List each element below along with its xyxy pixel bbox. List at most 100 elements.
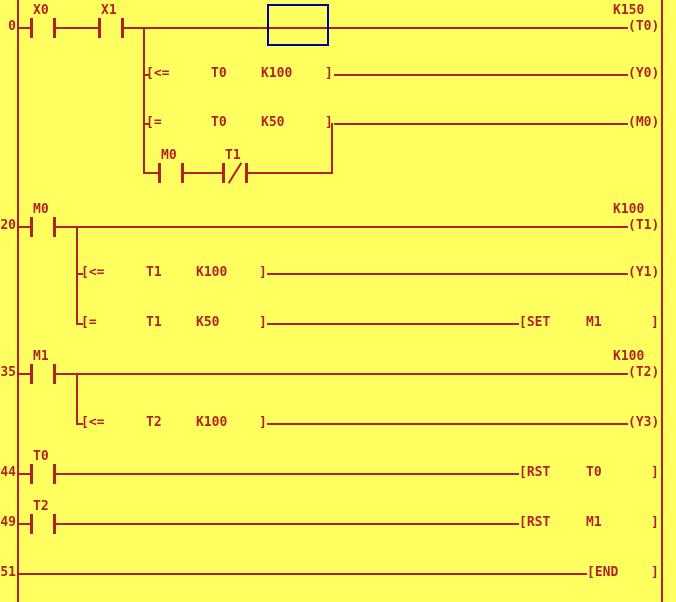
coil-t2[interactable]: (T2): [628, 365, 660, 381]
coil-t1[interactable]: (T1): [628, 218, 660, 234]
compare-block[interactable]: [<= T1 K100 ]: [81, 265, 267, 281]
operand-token: T0: [586, 465, 602, 480]
function-token: [END: [587, 565, 619, 580]
contact-x0[interactable]: [30, 18, 56, 38]
close-bracket-token: ]: [325, 115, 333, 130]
operand-token: M1: [586, 315, 602, 330]
function-token: [RST: [519, 465, 551, 480]
end-block[interactable]: [END ]: [587, 565, 660, 581]
coil-close-paren: ): [651, 66, 660, 81]
branch-wire: [334, 74, 628, 76]
coil-text: (T2: [628, 365, 652, 380]
contact-label: T1: [225, 148, 241, 163]
operand-token: T1: [146, 315, 162, 330]
coil-operand: K150: [613, 3, 645, 18]
contact-x1[interactable]: [98, 18, 124, 38]
coil-m0[interactable]: (M0): [628, 115, 660, 131]
step-number: 49: [0, 515, 16, 530]
rung-wire: [19, 27, 628, 29]
branch-wire: [143, 74, 150, 76]
operand-token: K50: [261, 115, 285, 130]
operator-token: [=: [146, 115, 162, 130]
branch-wire: [267, 323, 519, 325]
coil-close-paren: ): [651, 365, 660, 380]
operator-token: [=: [81, 315, 97, 330]
coil-text: (M0: [628, 115, 652, 130]
coil-close-paren: ): [651, 19, 660, 34]
contact-t0[interactable]: [30, 464, 56, 484]
operand-token: K100: [196, 415, 228, 430]
branch-wire: [267, 273, 628, 275]
contact-t2[interactable]: [30, 514, 56, 534]
operand-token: K100: [196, 265, 228, 280]
rung-wire: [19, 523, 519, 525]
contact-label: M0: [33, 202, 49, 217]
branch-wire: [334, 123, 628, 125]
set-block[interactable]: [SET M1 ]: [519, 315, 660, 331]
coil-close-paren: ): [651, 415, 660, 430]
close-bracket-token: ]: [259, 415, 267, 430]
coil-operand: K100: [613, 202, 645, 217]
rst-block[interactable]: [RST T0 ]: [519, 465, 660, 481]
coil-text: (T1: [628, 218, 652, 233]
operand-token: K50: [196, 315, 220, 330]
coil-y1[interactable]: (Y1): [628, 265, 660, 281]
contact-label: M0: [161, 148, 177, 163]
coil-close-paren: ): [651, 218, 660, 233]
branch-wire: [76, 323, 83, 325]
compare-block[interactable]: [<= T2 K100 ]: [81, 415, 267, 431]
left-power-rail: [17, 0, 19, 602]
branch-wire-vertical: [76, 226, 78, 325]
branch-wire: [143, 123, 150, 125]
operand-token: T1: [146, 265, 162, 280]
compare-block[interactable]: [<= T0 K100 ]: [146, 66, 334, 82]
operand-token: T0: [211, 115, 227, 130]
close-bracket-token: ]: [259, 265, 267, 280]
rst-block[interactable]: [RST M1 ]: [519, 515, 660, 531]
branch-wire: [267, 423, 628, 425]
contact-m1[interactable]: [30, 364, 56, 384]
operand-token: M1: [586, 515, 602, 530]
rung-wire: [19, 473, 519, 475]
compare-block[interactable]: [= T0 K50 ]: [146, 115, 334, 131]
contact-label: X1: [101, 3, 117, 18]
step-number: 35: [0, 365, 16, 380]
coil-t0[interactable]: (T0): [628, 19, 660, 35]
contact-m0[interactable]: [158, 163, 184, 183]
contact-label: T0: [33, 449, 49, 464]
step-number: 51: [0, 565, 16, 580]
operand-token: T0: [211, 66, 227, 81]
contact-m0[interactable]: [30, 217, 56, 237]
branch-wire-vertical: [143, 27, 145, 174]
compare-block[interactable]: [= T1 K50 ]: [81, 315, 267, 331]
coil-close-paren: ): [651, 115, 660, 130]
coil-y0[interactable]: (Y0): [628, 66, 660, 82]
contact-label: T2: [33, 499, 49, 514]
coil-text: (Y3: [628, 415, 652, 430]
branch-wire: [76, 423, 83, 425]
operand-token: T2: [146, 415, 162, 430]
coil-close-paren: ): [651, 265, 660, 280]
function-token: [SET: [519, 315, 551, 330]
close-bracket-token: ]: [325, 66, 333, 81]
rung-wire: [19, 573, 587, 575]
operand-token: K100: [261, 66, 293, 81]
rung-wire: [19, 373, 628, 375]
step-number: 44: [0, 465, 16, 480]
coil-y3[interactable]: (Y3): [628, 415, 660, 431]
branch-wire-vertical: [76, 373, 78, 425]
contact-label: M1: [33, 349, 49, 364]
cell-cursor[interactable]: [267, 4, 329, 46]
coil-operand: K100: [613, 349, 645, 364]
rung-wire: [19, 226, 628, 228]
coil-text: (Y1: [628, 265, 652, 280]
step-number: 20: [0, 218, 16, 233]
contact-t1-nc[interactable]: [222, 163, 248, 183]
close-bracket-token: ]: [651, 315, 659, 330]
function-token: [RST: [519, 515, 551, 530]
right-power-rail: [661, 0, 663, 602]
operator-token: [<=: [146, 66, 170, 81]
operator-token: [<=: [81, 265, 105, 280]
coil-text: (Y0: [628, 66, 652, 81]
